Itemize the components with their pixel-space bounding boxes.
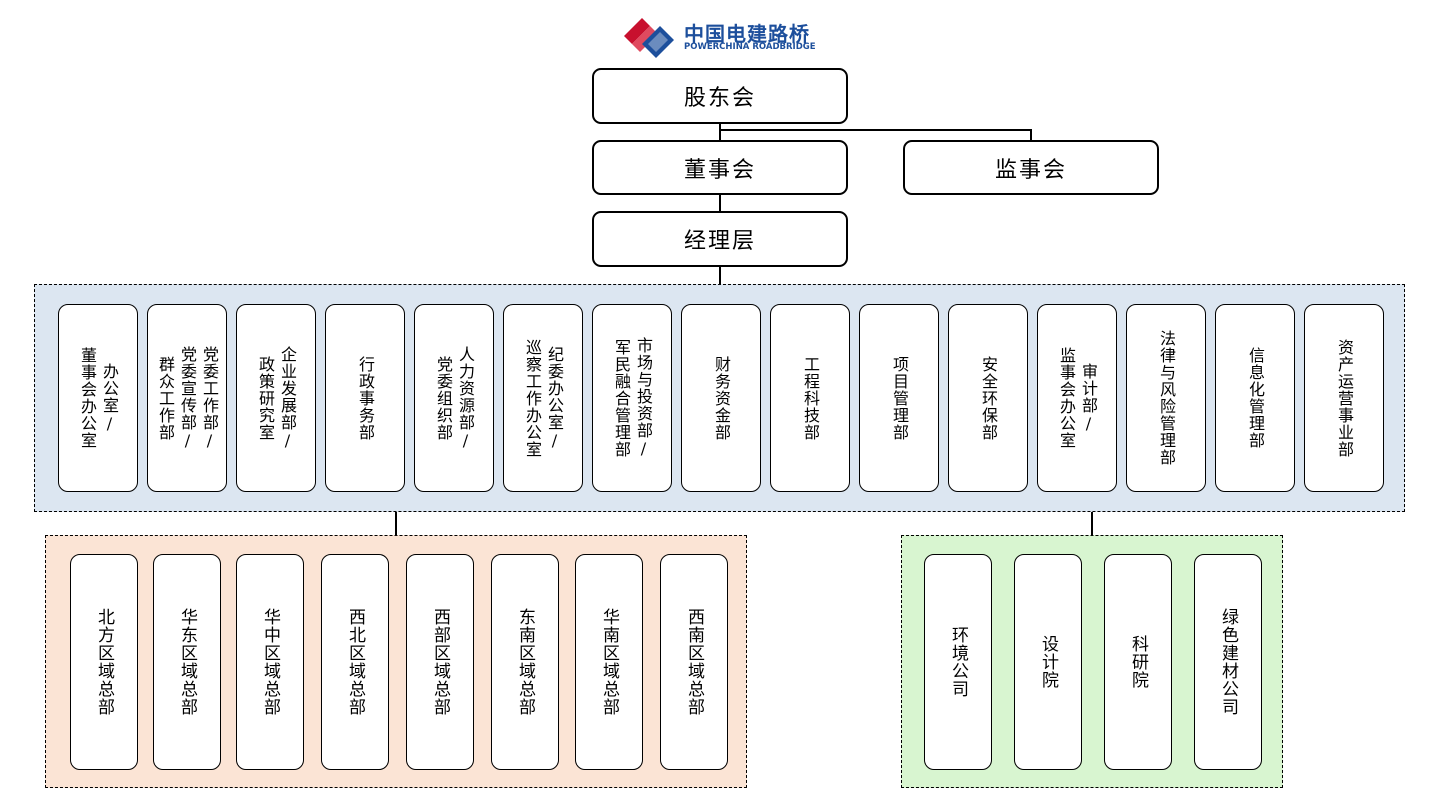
region-east-china: 华东区域总部 — [153, 554, 221, 770]
region-label: 北方区域总部 — [94, 608, 114, 716]
region-label: 西南区域总部 — [684, 608, 704, 716]
dept-label-line: 信息化管理部 — [1246, 347, 1265, 449]
subsidiary-research: 科研院 — [1104, 554, 1172, 770]
supervisors-label: 监事会 — [994, 157, 1067, 183]
dept-discipline: 纪委办公室/ 巡察工作办公室 — [503, 304, 583, 492]
subsidiary-environment: 环境公司 — [924, 554, 992, 770]
region-southeast: 东南区域总部 — [491, 554, 559, 770]
region-label: 华中区域总部 — [260, 608, 280, 716]
connector-line — [719, 124, 721, 140]
region-label: 华东区域总部 — [177, 608, 197, 716]
dept-label-line: 监事会办公室 — [1057, 347, 1076, 449]
region-west: 西部区域总部 — [406, 554, 474, 770]
dept-admin-affairs: 行政事务部 — [325, 304, 405, 492]
subsidiary-label: 环境公司 — [948, 626, 968, 698]
connector-line — [395, 512, 397, 536]
subsidiary-green-materials: 绿色建材公司 — [1194, 554, 1262, 770]
dept-it-mgmt: 信息化管理部 — [1215, 304, 1295, 492]
dept-safety-env: 安全环保部 — [948, 304, 1028, 492]
region-southwest: 西南区域总部 — [660, 554, 728, 770]
logo-name-en: POWERCHINA ROADBRIDGE — [684, 42, 816, 52]
dept-label-line: 政策研究室 — [256, 355, 275, 441]
dept-asset-ops: 资产运营事业部 — [1304, 304, 1384, 492]
dept-label-line: 项目管理部 — [890, 355, 909, 441]
dept-label-line: 党委宣传部/ — [178, 345, 197, 451]
logo-mark-icon — [624, 18, 674, 58]
dept-label-line: 行政事务部 — [356, 355, 375, 441]
dept-finance: 财务资金部 — [681, 304, 761, 492]
dept-label-line: 党委组织部 — [434, 355, 453, 441]
region-northwest: 西北区域总部 — [321, 554, 389, 770]
dept-label-line: 审计部/ — [1079, 362, 1098, 434]
connector-line — [719, 129, 1032, 131]
dept-label-line: 党委工作部/ — [200, 345, 219, 451]
dept-label-line: 董事会办公室 — [78, 347, 97, 449]
dept-label-line: 资产运营事业部 — [1335, 338, 1354, 458]
dept-board-office: 办公室/ 董事会办公室 — [58, 304, 138, 492]
connector-line — [1030, 129, 1032, 140]
dept-label-line: 群众工作部 — [156, 355, 175, 441]
subsidiary-label: 绿色建材公司 — [1218, 608, 1238, 716]
dept-label-line: 办公室/ — [100, 362, 119, 434]
dept-label-line: 纪委办公室/ — [545, 345, 564, 451]
region-label: 东南区域总部 — [515, 608, 535, 716]
subsidiary-label: 科研院 — [1128, 635, 1148, 689]
dept-label-line: 安全环保部 — [979, 355, 998, 441]
company-logo: 中国电建路桥 POWERCHINA ROADBRIDGE — [620, 14, 820, 60]
dept-label-line: 人力资源部/ — [456, 345, 475, 451]
management-box: 经理层 — [592, 211, 848, 267]
subsidiary-label: 设计院 — [1038, 635, 1058, 689]
management-label: 经理层 — [683, 229, 756, 254]
region-label: 西部区域总部 — [430, 608, 450, 716]
dept-legal-risk: 法律与风险管理部 — [1126, 304, 1206, 492]
connector-line — [719, 195, 721, 211]
dept-label-line: 巡察工作办公室 — [523, 338, 542, 458]
dept-party-work: 党委工作部/ 党委宣传部/ 群众工作部 — [147, 304, 227, 492]
dept-market-invest: 市场与投资部/ 军民融合管理部 — [592, 304, 672, 492]
region-south-china: 华南区域总部 — [575, 554, 643, 770]
region-label: 华南区域总部 — [599, 608, 619, 716]
dept-label-line: 财务资金部 — [712, 355, 731, 441]
dept-hr: 人力资源部/ 党委组织部 — [414, 304, 494, 492]
shareholders-label: 股东会 — [683, 86, 756, 111]
dept-audit: 审计部/ 监事会办公室 — [1037, 304, 1117, 492]
logo-name-cn: 中国电建路桥 — [684, 22, 810, 46]
dept-engineering-tech: 工程科技部 — [770, 304, 850, 492]
dept-label-line: 法律与风险管理部 — [1157, 330, 1176, 466]
subsidiary-design: 设计院 — [1014, 554, 1082, 770]
dept-label-line: 军民融合管理部 — [612, 338, 631, 458]
supervisors-box: 监事会 — [903, 140, 1159, 195]
connector-line — [719, 267, 721, 285]
dept-label-line: 企业发展部/ — [278, 345, 297, 451]
dept-label-line: 市场与投资部/ — [634, 337, 653, 459]
region-north: 北方区域总部 — [70, 554, 138, 770]
dept-label-line: 工程科技部 — [801, 355, 820, 441]
dept-enterprise-dev: 企业发展部/ 政策研究室 — [236, 304, 316, 492]
region-central-china: 华中区域总部 — [236, 554, 304, 770]
dept-project-mgmt: 项目管理部 — [859, 304, 939, 492]
connector-line — [1091, 512, 1093, 536]
board-box: 董事会 — [592, 140, 848, 195]
board-label: 董事会 — [683, 157, 756, 183]
shareholders-box: 股东会 — [592, 68, 848, 124]
region-label: 西北区域总部 — [345, 608, 365, 716]
